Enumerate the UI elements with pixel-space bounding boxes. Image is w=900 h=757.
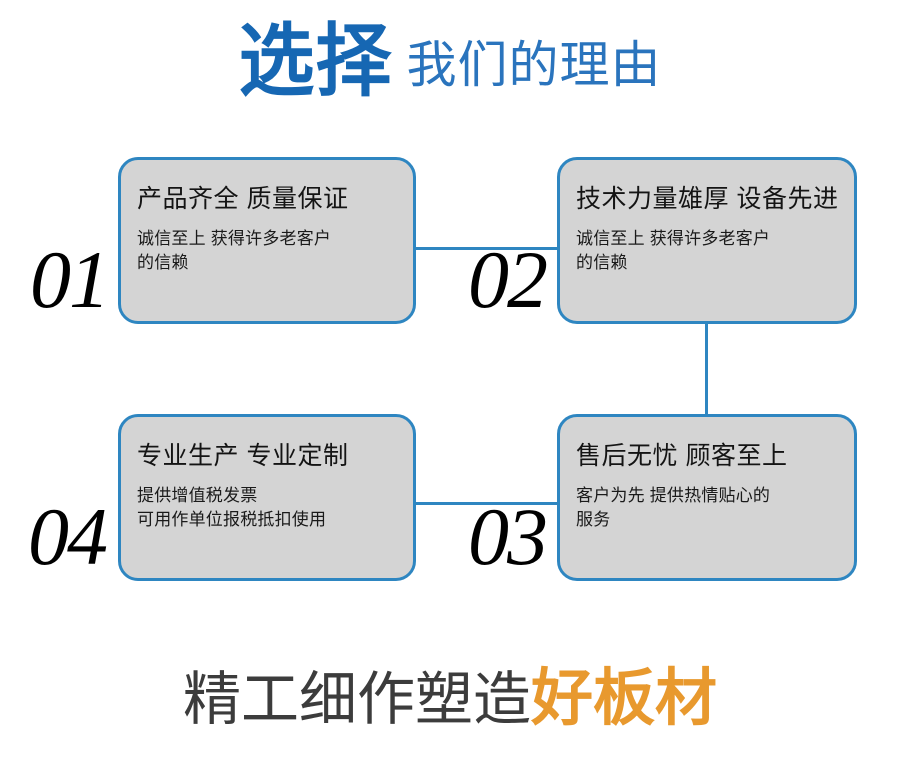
- feature-card-01-heading: 产品齐全 质量保证: [137, 185, 349, 213]
- feature-card-04[interactable]: 专业生产 专业定制 提供增值税发票 可用作单位报税抵扣使用: [118, 414, 416, 581]
- feature-card-02-body-line-2: 的信赖: [576, 253, 628, 273]
- feature-card-01[interactable]: 产品齐全 质量保证 诚信至上 获得许多老客户 的信赖: [118, 157, 416, 324]
- page-title-strong: 选择: [238, 16, 393, 107]
- feature-card-02-heading: 技术力量雄厚 设备先进: [576, 185, 839, 213]
- feature-card-04-number: 04: [28, 491, 108, 582]
- page-title-light: 我们的理由: [406, 37, 662, 93]
- feature-card-04-body-line-2: 可用作单位报税抵扣使用: [137, 510, 327, 530]
- feature-card-03-content: 售后无忧 顾客至上 客户为先 提供热情贴心的 服务: [576, 442, 840, 533]
- feature-card-01-body-line-1: 诚信至上 获得许多老客户: [137, 228, 332, 248]
- page-title: 选择我们的理由: [0, 16, 900, 107]
- feature-card-04-heading: 专业生产 专业定制: [137, 442, 349, 470]
- feature-card-01-body: 诚信至上 获得许多老客户 的信赖: [137, 227, 399, 276]
- feature-card-03-body-line-2: 服务: [576, 510, 611, 530]
- feature-card-02-number: 02: [468, 234, 548, 325]
- feature-card-02-content: 技术力量雄厚 设备先进 诚信至上 获得许多老客户 的信赖: [576, 185, 840, 276]
- footer-tagline-accent: 好板材: [531, 664, 718, 733]
- feature-card-03-body: 客户为先 提供热情贴心的 服务: [576, 484, 840, 533]
- feature-card-04-body-line-1: 提供增值税发票: [137, 485, 258, 505]
- connector-line-01-to-02: [404, 247, 568, 250]
- footer-tagline: 精工细作塑造好板材: [0, 668, 900, 730]
- feature-card-03[interactable]: 售后无忧 顾客至上 客户为先 提供热情贴心的 服务: [557, 414, 857, 581]
- footer-tagline-dark: 精工细作塑造: [182, 667, 531, 732]
- feature-card-01-body-line-2: 的信赖: [137, 253, 189, 273]
- feature-card-02[interactable]: 技术力量雄厚 设备先进 诚信至上 获得许多老客户 的信赖: [557, 157, 857, 324]
- page-header: 选择我们的理由: [0, 0, 900, 140]
- feature-card-04-content: 专业生产 专业定制 提供增值税发票 可用作单位报税抵扣使用: [137, 442, 399, 533]
- feature-card-03-body-line-1: 客户为先 提供热情贴心的: [576, 485, 771, 505]
- feature-card-03-heading: 售后无忧 顾客至上: [576, 442, 788, 470]
- connector-line-02-to-03: [705, 320, 708, 420]
- feature-card-03-number: 03: [468, 491, 548, 582]
- feature-card-04-body: 提供增值税发票 可用作单位报税抵扣使用: [137, 484, 399, 533]
- feature-card-01-content: 产品齐全 质量保证 诚信至上 获得许多老客户 的信赖: [137, 185, 399, 276]
- feature-card-02-body-line-1: 诚信至上 获得许多老客户: [576, 228, 771, 248]
- feature-card-02-body: 诚信至上 获得许多老客户 的信赖: [576, 227, 840, 276]
- connector-line-04-to-03: [404, 502, 568, 505]
- feature-card-01-number: 01: [30, 234, 110, 325]
